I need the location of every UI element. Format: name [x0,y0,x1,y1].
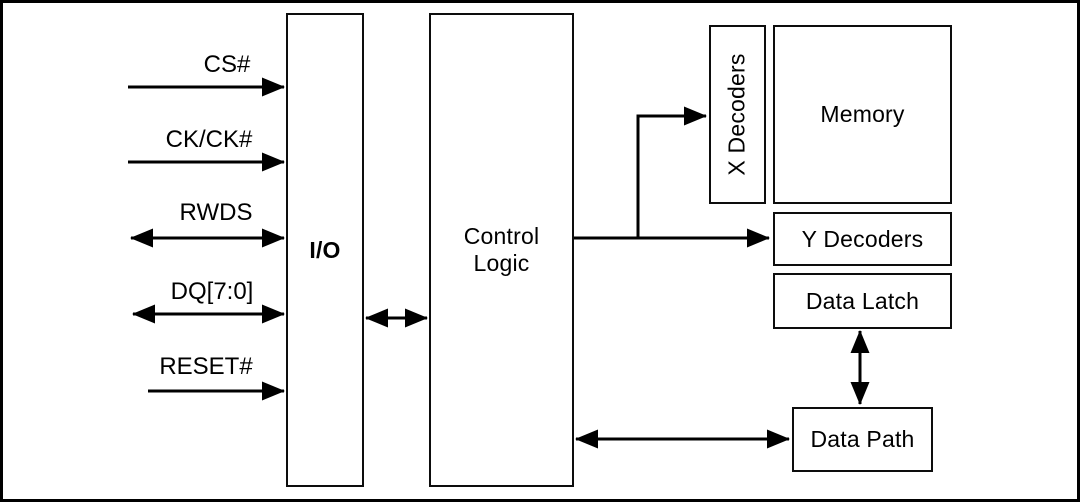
memory-label: Memory [820,101,905,127]
memory-block: Memory [773,25,952,204]
io-block-label: I/O [309,236,341,263]
x-decoders-label: X Decoders [724,53,751,176]
control-logic-label-line2: Logic [473,250,530,276]
signal-label-reset: RESET# [159,353,253,380]
signal-label-ck: CK/CK# [165,126,253,153]
control-logic-block: Control Logic [429,13,574,487]
signal-label-rwds: RWDS [179,199,253,226]
data-latch-label: Data Latch [805,287,920,314]
control-to-xdecoders-arrow [636,106,707,238]
signal-label-cs: CS# [203,51,251,78]
x-decoders-block: X Decoders [709,25,766,204]
signal-label-dq: DQ[7:0] [170,278,254,305]
y-decoders-block: Y Decoders [773,212,952,266]
data-latch-block: Data Latch [773,273,952,329]
data-path-label: Data Path [810,426,915,452]
io-block: I/O [286,13,364,487]
control-logic-label-line1: Control [463,223,540,249]
y-decoders-label: Y Decoders [801,225,924,252]
data-path-block: Data Path [792,407,933,472]
